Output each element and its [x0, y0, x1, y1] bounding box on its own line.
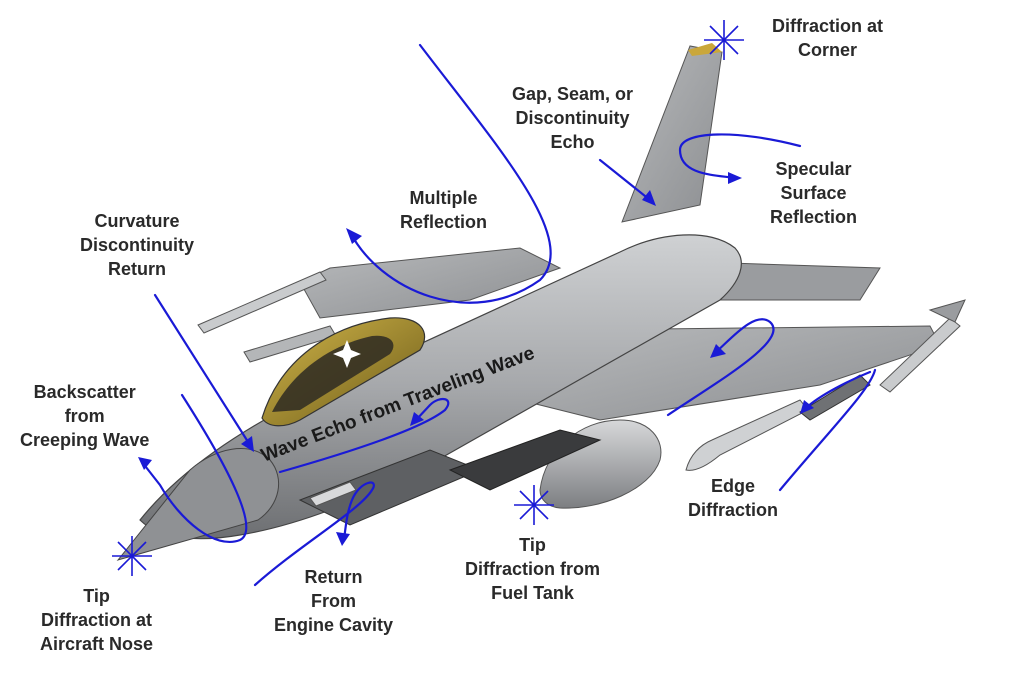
label-line: Tip	[519, 535, 546, 555]
label-line: Diffraction from	[465, 559, 600, 579]
label-corner-diffraction: Diffraction at Corner	[772, 14, 883, 62]
curvature-arrow	[153, 293, 252, 447]
label-line: Diffraction at	[41, 610, 153, 630]
canopy-glint	[333, 340, 361, 368]
label-specular-reflection: Specular Surface Reflection	[770, 157, 857, 229]
label-line: Echo	[550, 132, 595, 152]
label-line: Surface	[780, 183, 847, 203]
label-line: Backscatter	[33, 382, 136, 402]
label-line: From	[311, 591, 357, 611]
specular-arrowhead	[728, 172, 742, 184]
label-engine-cavity: Return From Engine Cavity	[274, 565, 393, 637]
label-line: Creeping Wave	[20, 430, 150, 450]
edge-diffraction-arrow-3	[804, 370, 872, 410]
engine-cavity-arrowhead	[336, 532, 350, 546]
label-line: Discontinuity	[80, 235, 195, 255]
label-line: Reflection	[770, 207, 858, 227]
label-line: Curvature	[94, 211, 180, 231]
right-underwing-missile	[685, 399, 809, 471]
label-line: Edge	[710, 476, 755, 496]
gap-seam-arrowhead	[642, 190, 656, 206]
curvature-arrowhead	[241, 436, 254, 452]
scatter-arrows	[112, 20, 877, 587]
traveling-wave-arrowhead	[410, 412, 424, 426]
edge-diffraction-arrow	[778, 368, 877, 492]
label-creeping-wave: Backscatter from Creeping Wave	[20, 380, 149, 452]
label-line: Return	[304, 567, 363, 587]
engine-cavity-arrow	[253, 481, 375, 587]
right-missile-fins	[928, 299, 966, 323]
traveling-wave-arrow	[278, 397, 450, 474]
creeping-wave-arrow	[140, 393, 248, 543]
gap-seam-arrow	[598, 158, 652, 202]
edge-diffraction-arrowhead-3	[800, 400, 814, 414]
label-line: Engine Cavity	[274, 615, 394, 635]
corner-diffraction-icon	[704, 20, 744, 60]
label-line: Diffraction	[688, 500, 778, 520]
edge-diffraction-arrowhead	[710, 344, 726, 358]
label-line: Specular	[775, 159, 852, 179]
label-line: Diffraction at	[772, 16, 884, 36]
label-line: Multiple	[409, 188, 478, 208]
label-multiple-reflection: Multiple Reflection	[400, 186, 487, 234]
label-line: Corner	[798, 40, 858, 60]
canopy-glass	[272, 335, 394, 412]
label-line: Reflection	[400, 212, 488, 232]
right-wingtip-missile	[879, 317, 961, 393]
label-nose-diffraction: Tip Diffraction at Aircraft Nose	[40, 584, 153, 656]
bomb-rack	[448, 429, 602, 491]
creeping-wave-arrowhead	[138, 457, 152, 470]
label-line: Aircraft Nose	[40, 634, 154, 654]
center-missile	[309, 481, 357, 507]
fuselage	[139, 234, 742, 540]
label-curvature-discontinuity: Curvature Discontinuity Return	[80, 209, 194, 281]
fuel-tank-diffraction-icon	[514, 485, 554, 525]
multiple-reflection-arrowhead	[346, 228, 362, 244]
specular-arrow	[678, 133, 802, 180]
label-line: Discontinuity	[515, 108, 630, 128]
label-line: Gap, Seam, or	[512, 84, 634, 104]
right-pylon-store	[799, 374, 871, 421]
label-fuel-tank-diffraction: Tip Diffraction from Fuel Tank	[465, 533, 600, 605]
left-wingtip-missile	[197, 271, 327, 334]
nose-diffraction-icon	[112, 536, 152, 576]
label-line: Tip	[83, 586, 110, 606]
label-line: from	[64, 406, 105, 426]
nose-cone	[116, 448, 279, 561]
left-wing	[299, 247, 562, 319]
multiple-reflection-arrow	[348, 43, 552, 304]
label-edge-diffraction: Edge Diffraction	[688, 474, 778, 522]
label-line: Fuel Tank	[491, 583, 574, 603]
edge-diffraction-arrow-2	[666, 318, 775, 417]
label-line: Return	[108, 259, 166, 279]
tail-tip-marking	[688, 43, 722, 56]
label-gap-seam: Gap, Seam, or Discontinuity Echo	[512, 82, 633, 154]
